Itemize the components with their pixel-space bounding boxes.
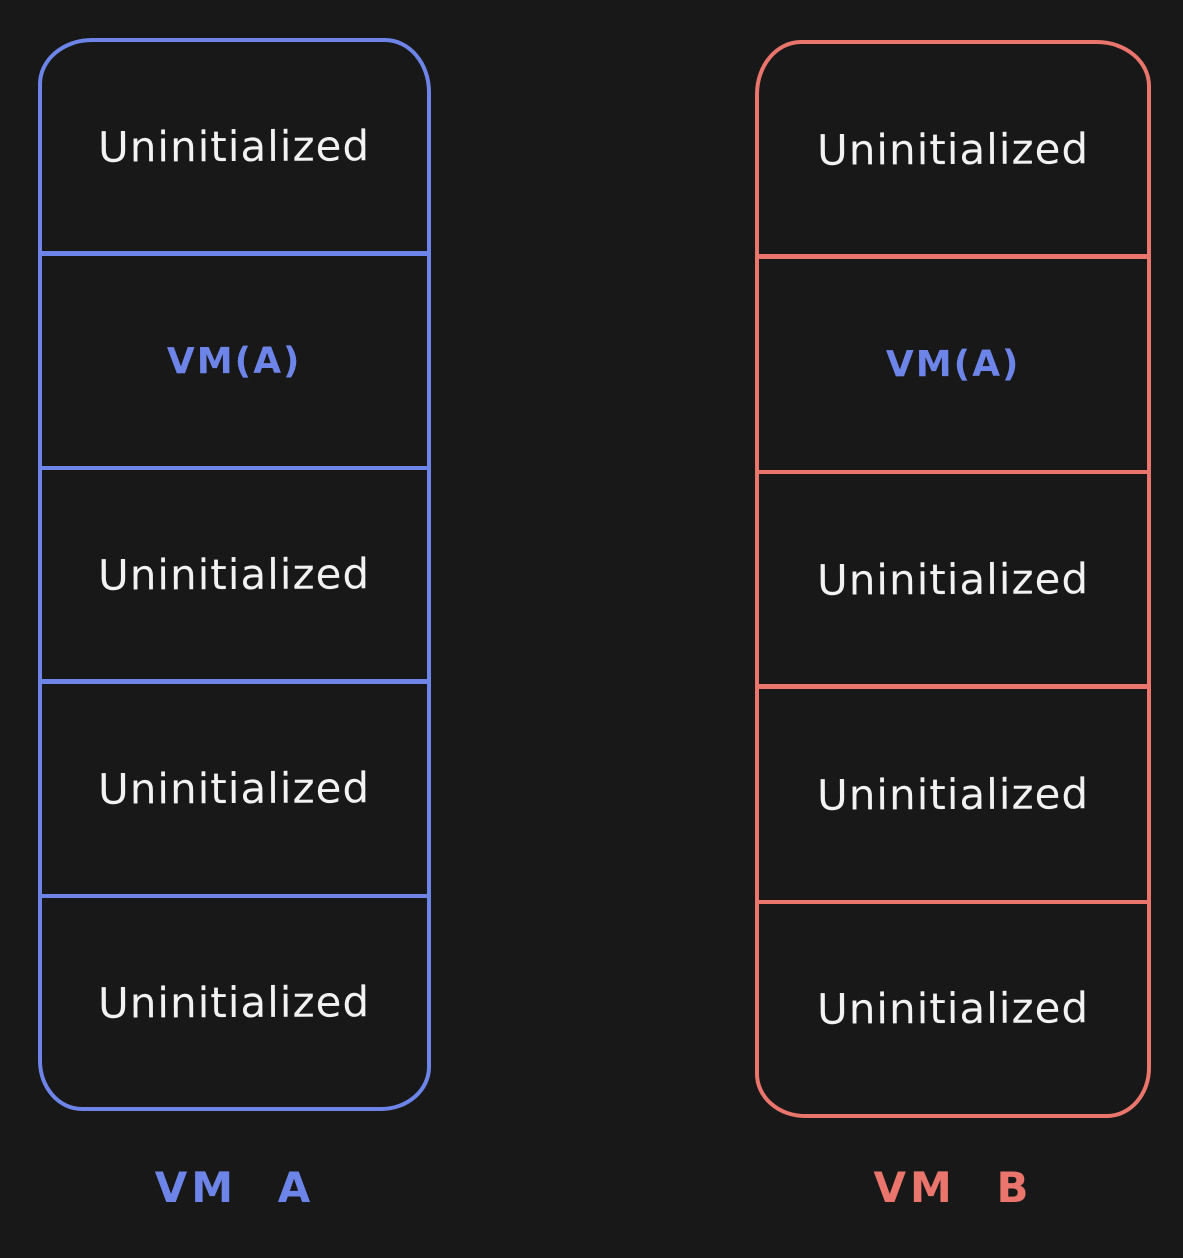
vm-b-caption: VM B [873,1163,1033,1212]
segment-label: VM(A) [167,340,302,382]
vm-a-segment-5: Uninitialized [42,893,427,1107]
vm-b-segment-1: Uninitialized [759,44,1147,254]
segment-label: Uninitialized [816,123,1090,175]
vm-b-segment-2: VM(A) [759,254,1147,469]
vm-b-memory-stack: Uninitialized VM(A) Uninitialized Uninit… [755,40,1151,1118]
vm-a-memory-stack: Uninitialized VM(A) Uninitialized Uninit… [38,38,431,1111]
vm-b-segment-5: Uninitialized [759,899,1147,1114]
segment-label: Uninitialized [98,977,371,1028]
segment-label: Uninitialized [98,549,371,600]
segment-label: Uninitialized [98,763,371,815]
vm-a-segment-1: Uninitialized [42,42,427,251]
vm-a-segment-2: VM(A) [42,251,427,465]
segment-label: Uninitialized [816,983,1090,1035]
vm-a-segment-4: Uninitialized [42,679,427,893]
segment-label: VM(A) [885,343,1021,386]
segment-label: Uninitialized [98,121,371,172]
vm-a-segment-3: Uninitialized [42,465,427,679]
segment-label: Uninitialized [816,553,1090,605]
vm-b-segment-3: Uninitialized [759,469,1147,684]
vm-b-segment-4: Uninitialized [759,684,1147,899]
vm-a-caption: VM A [154,1163,315,1212]
segment-label: Uninitialized [816,769,1090,820]
